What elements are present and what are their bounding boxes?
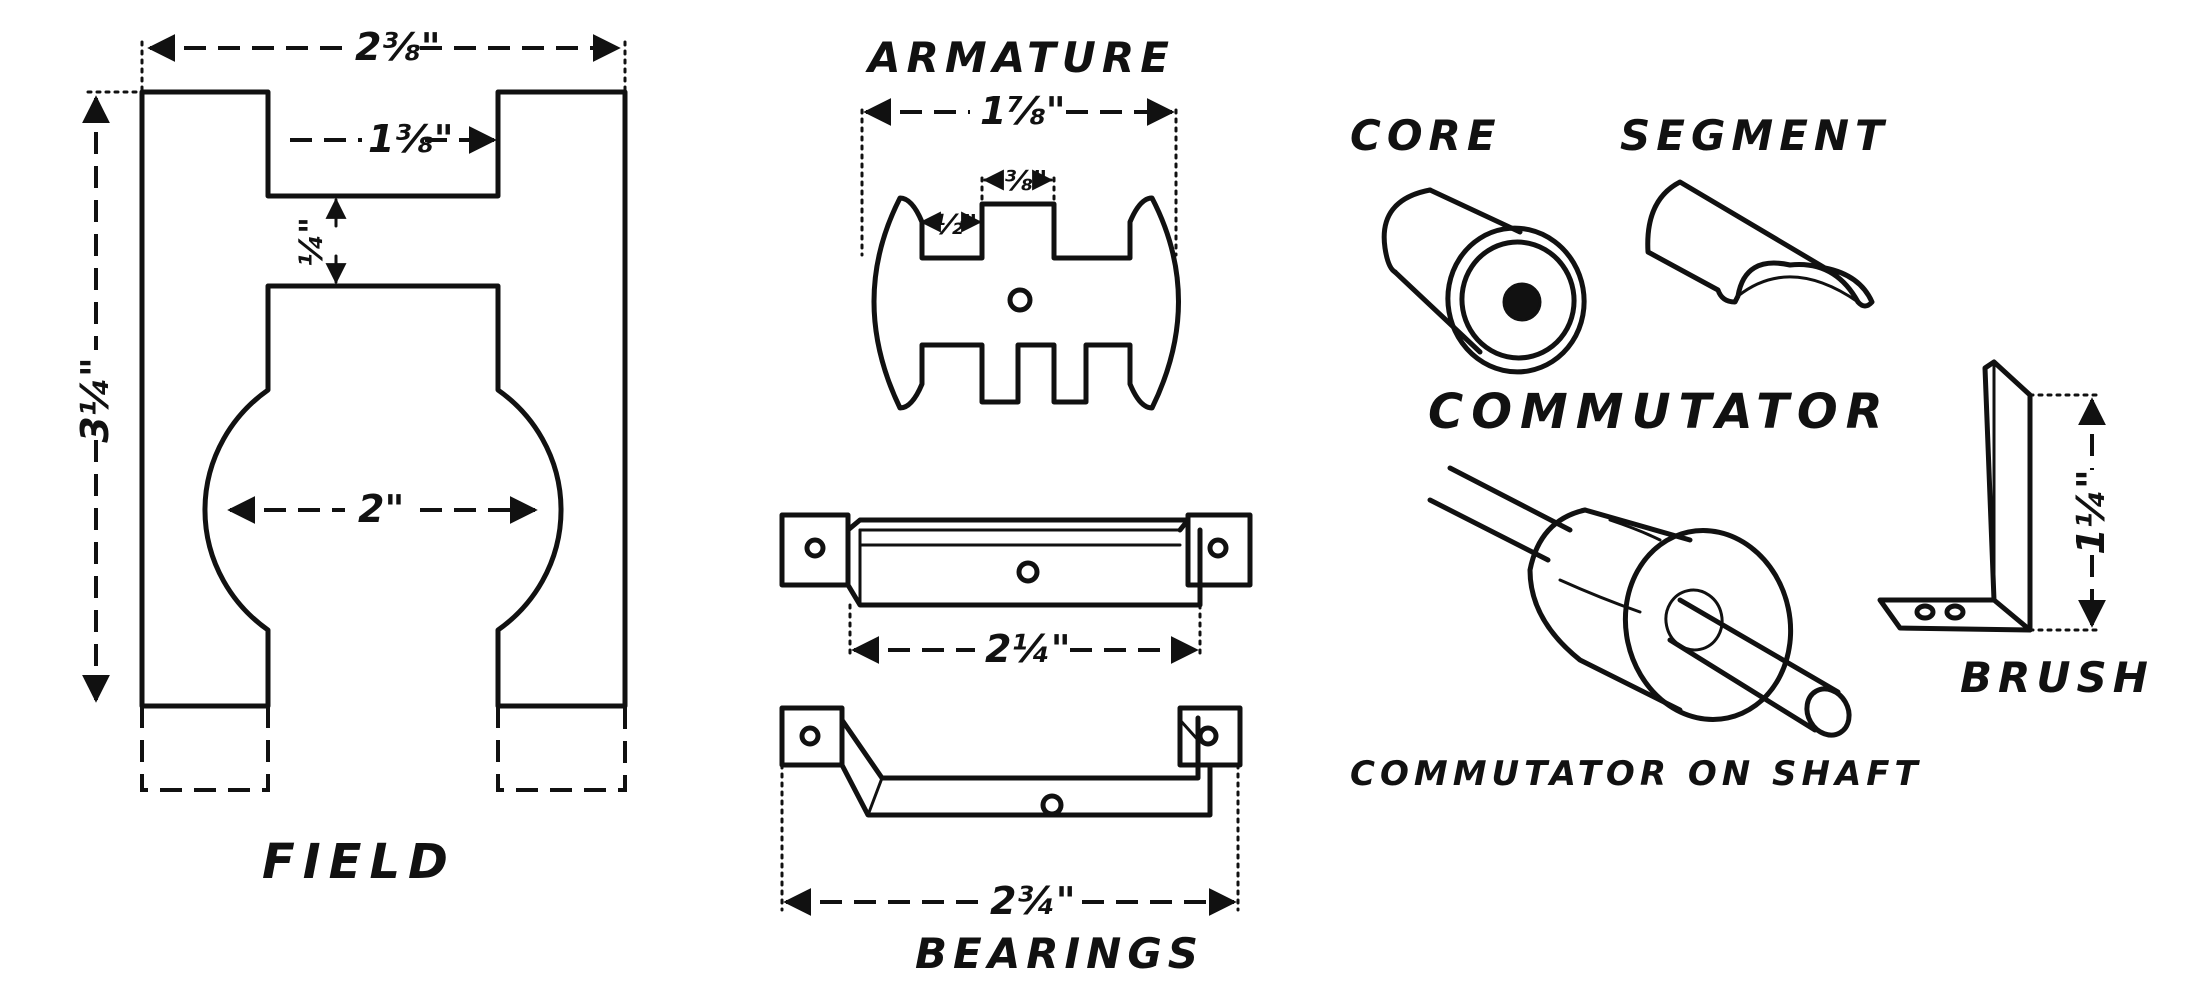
core-label: CORE [1350, 111, 1502, 160]
field-web-label: ¼" [292, 217, 330, 267]
bearing-bottom-length-label: 2¾" [990, 879, 1076, 923]
field-height-label: 3¼" [73, 357, 117, 443]
armature-label: ARMATURE [865, 33, 1175, 82]
commutator-label: COMMUTATOR [1428, 384, 1891, 440]
armature-step-label: ½" [934, 208, 978, 241]
commutator-on-shaft-drawing: COMMUTATOR ON SHAFT [1350, 465, 1923, 794]
bearing-bottom-drawing: 2¾" BEARINGS [779, 705, 1243, 978]
field-bore-label: 2" [358, 487, 404, 531]
field-outline [139, 89, 628, 709]
segment-label: SEGMENT [1620, 111, 1890, 160]
bearing-top-length-label: 2¼" [985, 627, 1071, 671]
core-drawing: CORE [1350, 111, 1587, 375]
armature-tooth-label: ⅜" [1004, 164, 1048, 197]
core-bore [1502, 282, 1542, 322]
field-drawing: 2⅜" 3¼" 1⅜" ¼" 2" FIELD [73, 25, 628, 890]
armature-hole [1007, 287, 1033, 313]
brush-label: BRUSH [1960, 653, 2154, 702]
brush-drawing: 1¼" BRUSH [1877, 359, 2154, 702]
armature-width-label: 1⅞" [980, 89, 1066, 133]
brush-height-label: 1¼" [2069, 469, 2113, 555]
commutator-on-shaft-label: COMMUTATOR ON SHAFT [1350, 754, 1923, 794]
segment-drawing: SEGMENT [1620, 111, 1890, 309]
field-width-label: 2⅜" [355, 25, 441, 69]
bearings-label: BEARINGS [915, 929, 1204, 978]
field-slot-label: 1⅜" [368, 117, 454, 161]
armature-outline [871, 195, 1181, 411]
bearing-top-drawing: 2¼" [779, 512, 1253, 671]
armature-drawing: ARMATURE 1⅞" ⅜" ½" [860, 33, 1181, 411]
field-label: FIELD [262, 834, 456, 890]
